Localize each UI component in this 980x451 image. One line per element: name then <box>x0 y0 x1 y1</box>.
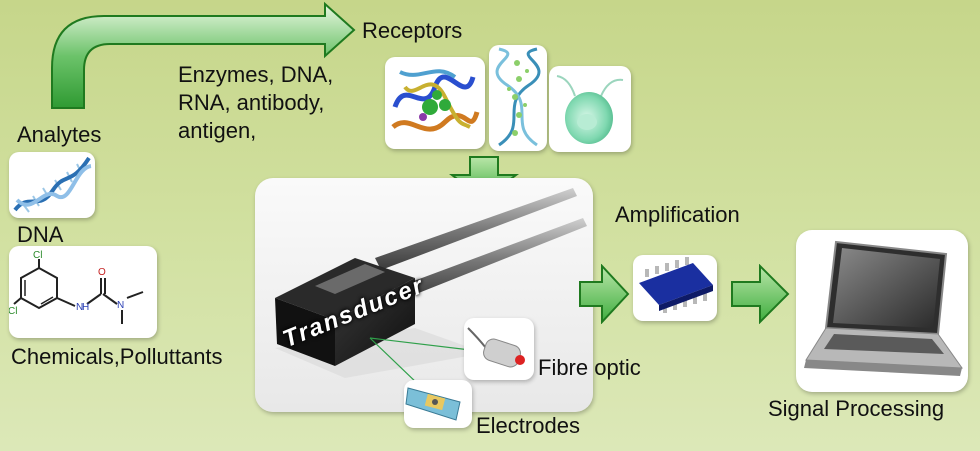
receptor-list-line-3: antigen, <box>178 118 257 143</box>
electrodes-card <box>404 380 472 428</box>
receptors-label: Receptors <box>362 18 463 43</box>
dna-image-card <box>9 152 95 218</box>
receptor-list-line-2: RNA, antibody, <box>178 90 325 115</box>
transducer-card: Transducer <box>255 178 593 412</box>
dna-receptor-card <box>489 45 547 151</box>
chemical-structure-icon: Cl Cl N H O N <box>9 250 144 324</box>
curved-flow-arrow <box>51 1 356 109</box>
atom-n-methyl: N <box>117 300 124 311</box>
protein-structure-icon <box>391 69 480 132</box>
electrodes-label: Electrodes <box>476 413 580 438</box>
receptor-list-line-1: Enzymes, DNA, <box>178 62 334 87</box>
electrodes-icon <box>405 387 461 421</box>
transducer-device-icon <box>275 188 587 387</box>
atom-n-amide: N <box>76 302 83 313</box>
signal-processing-label: Signal Processing <box>768 396 945 421</box>
dna-double-helix-icon <box>495 47 541 147</box>
atom-h-amide: H <box>82 302 89 313</box>
protein-structure-card <box>385 57 485 149</box>
amplifier-chip-card <box>633 255 717 321</box>
ic-chip-icon <box>639 257 713 313</box>
laptop-card <box>796 230 968 392</box>
right-arrow-to-amplifier <box>579 264 630 324</box>
fibre-optic-icon <box>467 327 525 368</box>
dna-helix-icon <box>13 156 92 213</box>
cell-organism-card <box>549 66 631 152</box>
fibre-optic-label: Fibre optic <box>538 355 641 380</box>
laptop-icon <box>804 240 964 376</box>
chemicals-label: Chemicals,Polluttants <box>11 344 223 369</box>
amplification-label: Amplification <box>615 202 740 227</box>
atom-cl-left: Cl <box>9 306 17 317</box>
right-arrow-to-processor <box>731 264 790 324</box>
fibre-optic-card <box>464 318 534 380</box>
dna-label: DNA <box>17 222 64 247</box>
analytes-label: Analytes <box>17 122 102 147</box>
atom-o: O <box>98 267 106 278</box>
cell-organism-icon <box>556 75 624 144</box>
chemical-structure-card: Cl Cl N H O N <box>9 246 157 338</box>
atom-cl-top: Cl <box>33 250 42 261</box>
